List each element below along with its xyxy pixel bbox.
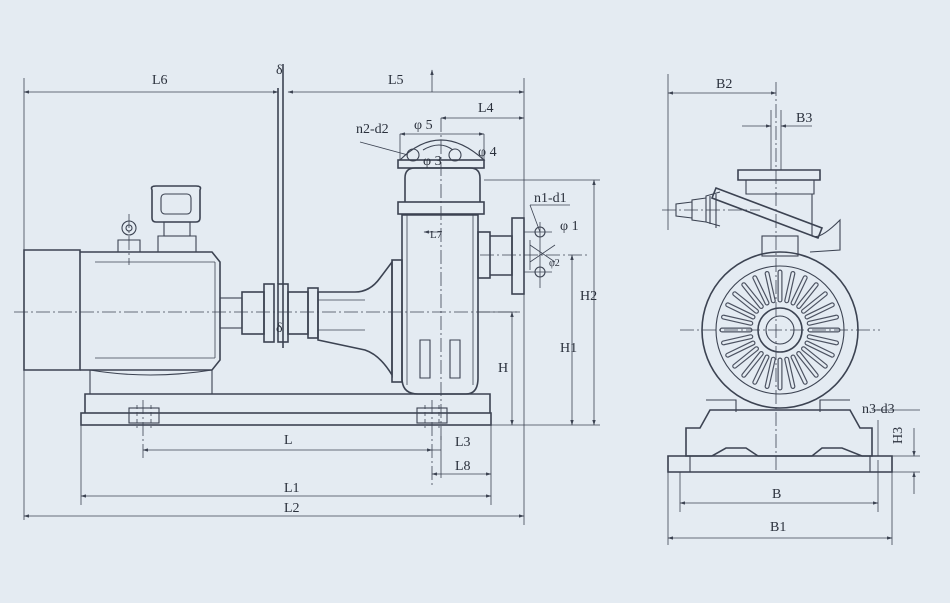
- cooling-fin-gap: [797, 352, 818, 377]
- cooling-fin-gap: [733, 292, 758, 313]
- label-B2: B2: [716, 77, 732, 92]
- labels-end: B2 B3 n3-d3 H3 B B1: [716, 77, 906, 535]
- cooling-fin-gap: [797, 283, 818, 308]
- cooling-fin-gap: [726, 303, 755, 319]
- label-phi5: φ 5: [414, 118, 433, 133]
- label-n2d2: n2-d2: [356, 122, 389, 137]
- cooling-fin-gap: [791, 276, 807, 305]
- cooling-fin-gap: [807, 315, 838, 325]
- label-L3: L3: [455, 435, 471, 450]
- cooling-fin-gap: [807, 335, 838, 345]
- cooling-fin-gap: [785, 357, 795, 388]
- label-phi3: φ 3: [423, 154, 442, 169]
- label-phi2: φ2: [549, 258, 560, 269]
- cooling-fin-gap: [742, 283, 763, 308]
- label-delta-2: δ: [276, 321, 283, 336]
- label-L5: L5: [388, 73, 404, 88]
- cooling-fin-gap: [785, 272, 795, 303]
- cooling-fin-gap: [722, 335, 753, 345]
- label-H3: H3: [891, 427, 906, 444]
- cooling-fin-gap: [802, 347, 827, 368]
- label-L1: L1: [284, 481, 300, 496]
- label-B1: B1: [770, 520, 786, 535]
- cooling-fin-gap: [753, 355, 769, 384]
- label-phi1: φ 1: [560, 219, 579, 234]
- cooling-fin-gap: [733, 347, 758, 368]
- label-L4: L4: [478, 101, 494, 116]
- labels-side: L6 L5 L4 δ δ φ 5 n2-d2 φ 3 φ 4 n1-d1 φ 1…: [152, 63, 597, 516]
- end-view: B2 B3 n3-d3 H3 B B1: [662, 74, 920, 545]
- cooling-fin-gap: [722, 315, 753, 325]
- cooling-fin-gap: [791, 355, 807, 384]
- label-H1: H1: [560, 341, 577, 356]
- cooling-fin-gap: [805, 341, 834, 357]
- cooling-fin-gap: [726, 341, 755, 357]
- centre-lines: [14, 118, 590, 485]
- cooling-fin-gap: [805, 303, 834, 319]
- end-base: [667, 399, 893, 473]
- coupling: [219, 64, 309, 348]
- label-L8: L8: [455, 459, 471, 474]
- cooling-fin-gap: [765, 357, 775, 388]
- dimensions-side: [23, 69, 600, 525]
- dimensions-end: [667, 74, 920, 545]
- motor: [23, 185, 221, 394]
- label-n1d1: n1-d1: [534, 191, 567, 206]
- cooling-fin-gap: [765, 272, 775, 303]
- label-L6: L6: [152, 73, 168, 88]
- label-L: L: [284, 433, 293, 448]
- pump-casing: [307, 139, 556, 395]
- label-H2: H2: [580, 289, 597, 304]
- label-phi4: φ 4: [478, 145, 497, 160]
- cooling-fin-gap: [753, 276, 769, 305]
- label-n3d3: n3-d3: [862, 402, 895, 417]
- label-H: H: [498, 361, 508, 376]
- pump-top: [675, 169, 841, 257]
- cooling-fin-gap: [802, 292, 827, 313]
- label-B3: B3: [796, 111, 812, 126]
- label-L2: L2: [284, 501, 300, 516]
- base-plate: [80, 393, 492, 428]
- cooling-fin-gap: [742, 352, 763, 377]
- label-B: B: [772, 487, 781, 502]
- label-L7: L7: [430, 229, 443, 241]
- side-view: L6 L5 L4 δ δ φ 5 n2-d2 φ 3 φ 4 n1-d1 φ 1…: [14, 63, 600, 525]
- label-delta: δ: [276, 63, 283, 78]
